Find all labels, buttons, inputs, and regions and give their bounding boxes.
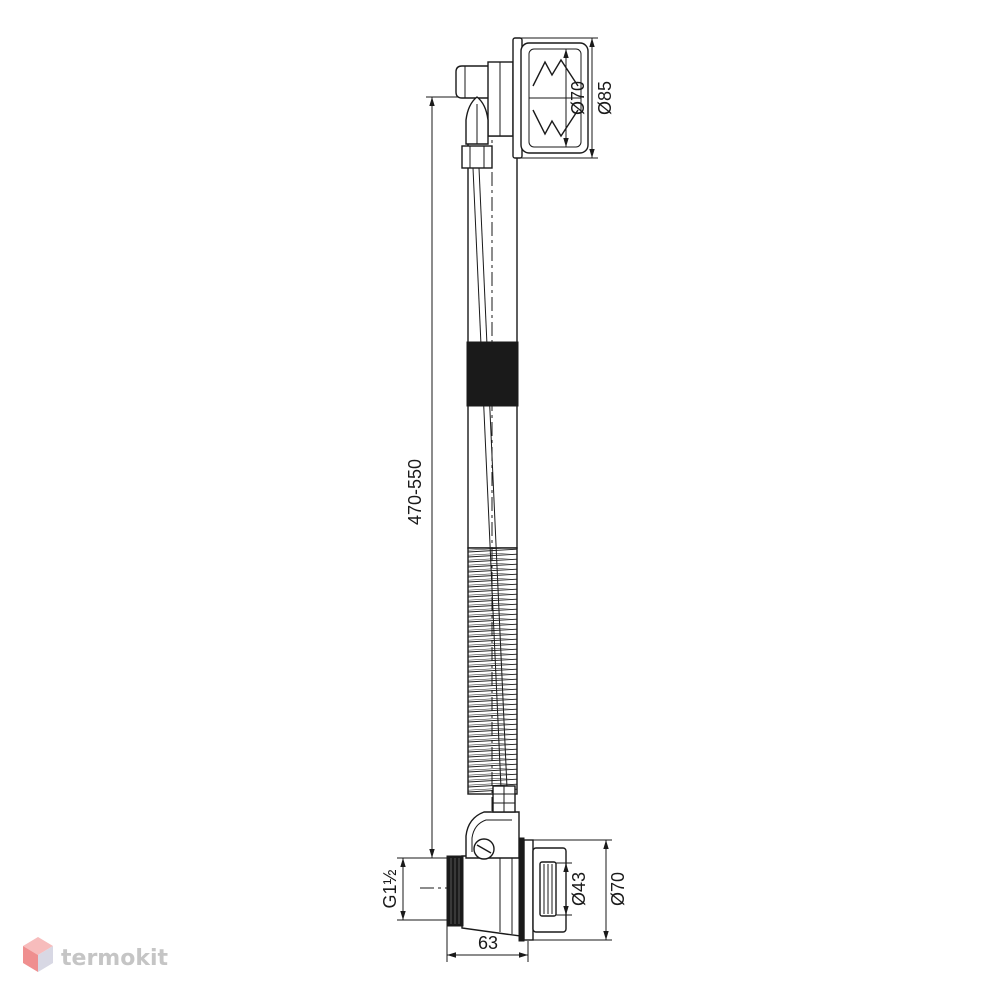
watermark-logo: termokit (23, 937, 168, 972)
overflow-assembly (455, 37, 589, 169)
watermark-text: termokit (61, 946, 168, 971)
screw-slot (476, 844, 492, 854)
cable-nut (461, 145, 493, 169)
dimension-drain-flange (533, 839, 612, 941)
label-drain-flange-diameter: Ø70 (608, 872, 628, 906)
label-drain-outlet-diameter: Ø43 (569, 872, 589, 906)
drain-body (461, 855, 521, 937)
label-overflow-flange-diameter: Ø85 (595, 81, 615, 115)
dimension-thread (397, 857, 447, 921)
label-height-range: 470-550 (405, 459, 425, 525)
plug-flange (523, 839, 534, 941)
label-thread: G1½ (380, 869, 400, 908)
dimension-height (426, 96, 456, 859)
label-depth: 63 (478, 933, 498, 953)
bowden-cable (472, 167, 508, 789)
dimension-drain-outlet (556, 862, 572, 916)
label-overflow-cover-diameter: Ø70 (568, 81, 588, 115)
dimension-depth (446, 926, 529, 962)
dimension-overflow-flange (520, 37, 598, 159)
hexagon-cube-icon (23, 937, 53, 972)
drain-assembly (446, 785, 567, 942)
icon-face-left (23, 946, 38, 972)
plug-seal (518, 837, 525, 942)
icon-face-right (38, 946, 53, 972)
